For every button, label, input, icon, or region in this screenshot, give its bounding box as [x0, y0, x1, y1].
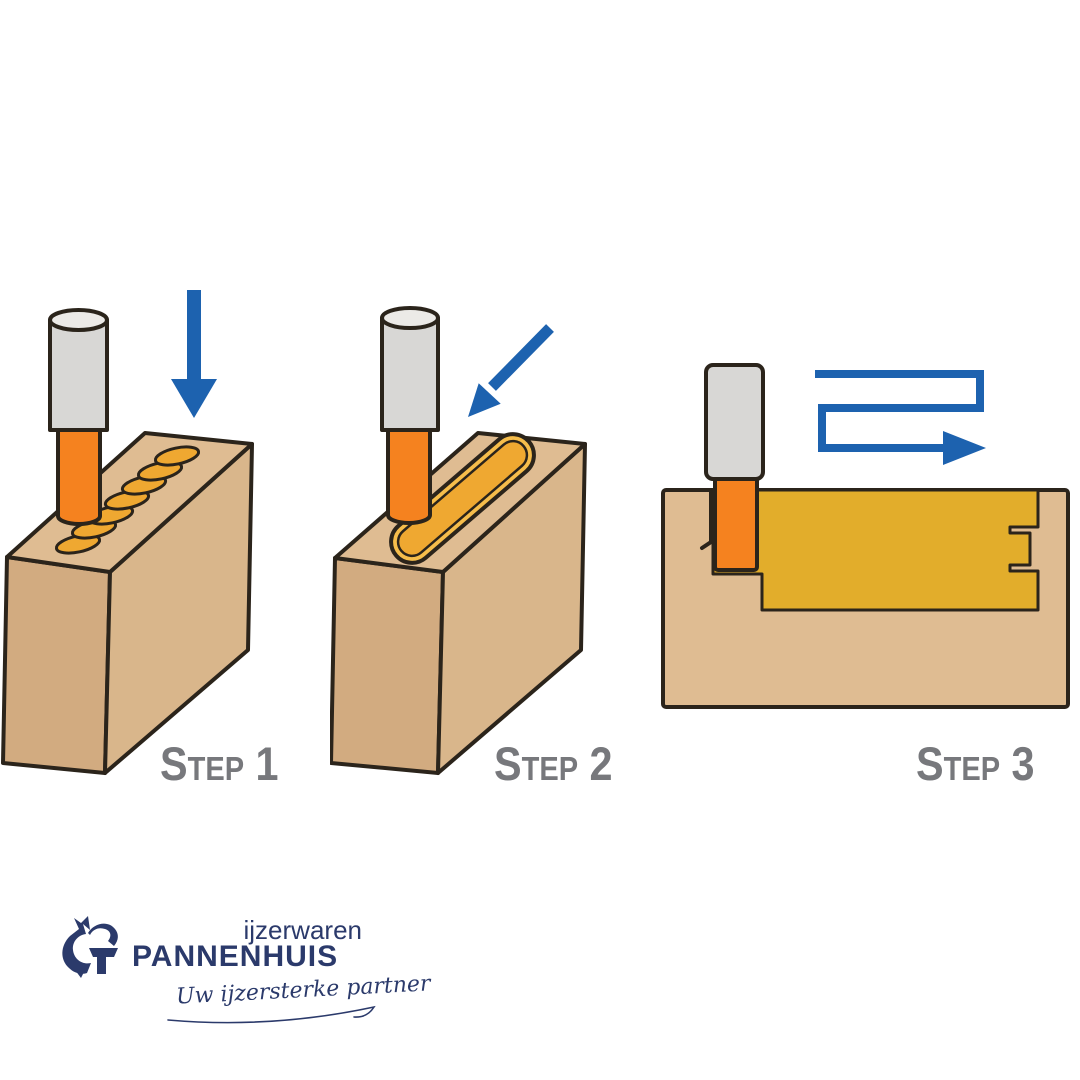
router-bit-shank — [380, 316, 440, 432]
router-bit-shank — [704, 363, 765, 481]
router-bit-shank-top — [48, 308, 109, 332]
mortise-pocket — [711, 488, 1040, 612]
router-bit — [48, 308, 109, 526]
router-bit-shank — [48, 318, 109, 432]
router-bit-cutter — [56, 428, 102, 526]
step-2-figure — [330, 306, 587, 775]
step-3-label: Step 3 — [916, 737, 1035, 790]
step-3-figure — [661, 363, 1070, 709]
cut-edge-line — [700, 490, 713, 550]
mortise-slot — [389, 432, 536, 565]
zigzag-feed-arrow-icon — [815, 370, 986, 465]
logo-ijzerwaren-text: ijzerwaren — [243, 915, 363, 945]
step-1-label: Step 1 — [160, 737, 279, 790]
brand-logo: ijzerwaren PANNENHUIS Uw ijzersterke par… — [48, 898, 431, 1033]
router-bit-cutter — [386, 428, 432, 525]
brand-name: PANNENHUIS — [132, 940, 339, 973]
step-2-label: Step 2 — [494, 737, 613, 790]
router-bit-cutter — [713, 475, 759, 572]
pannenhuis-logo-mark-icon — [62, 916, 118, 978]
router-bit-shank-top — [380, 306, 440, 330]
tagline-swoosh-icon — [167, 1005, 376, 1024]
step-1-figure — [1, 290, 254, 775]
router-bit — [380, 306, 440, 525]
router-bit — [704, 363, 765, 572]
diagonal-arrow-icon — [468, 324, 554, 417]
down-arrow-icon — [171, 290, 217, 418]
